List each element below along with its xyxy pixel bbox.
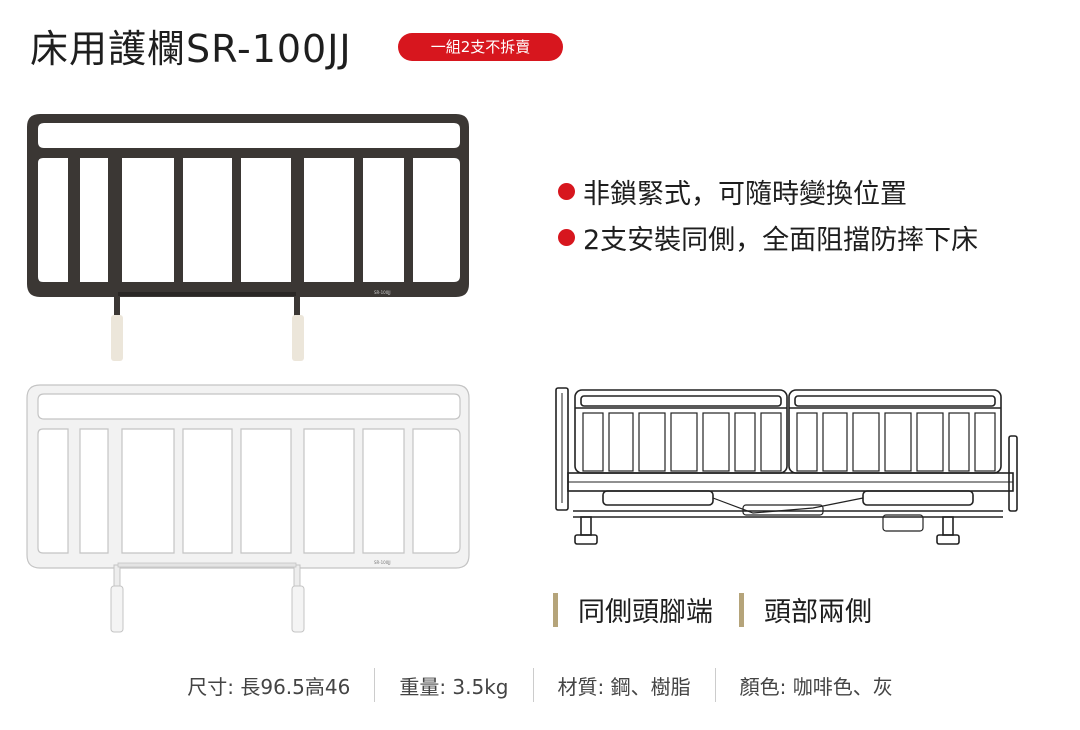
divider [532,668,534,702]
feature-item: 2支安裝同側，全面阻擋防摔下床 [558,214,978,260]
caption-text: 頭部兩側 [764,597,872,628]
divider [714,668,716,702]
spec-row: 尺寸: 長96.5高46 重量: 3.5kg 材質: 鋼、樹脂 顏色: 咖啡色、… [0,668,1080,702]
spec-color: 顏色: 咖啡色、灰 [739,674,893,699]
sold-as-set-badge: 一組2支不拆賣 [398,33,563,61]
spec-weight: 重量: 3.5kg [399,674,509,699]
feature-item: 非鎖緊式，可隨時變換位置 [558,168,978,214]
caption-bar [553,592,558,627]
divider [374,668,376,702]
spec-size: 尺寸: 長96.5高46 [187,674,351,699]
installation-captions: 同側頭腳端 頭部兩側 [553,590,898,629]
caption-text: 同側頭腳端 [578,597,713,628]
bullet-icon [558,182,575,200]
brown-rail-label: SR-100JJ [374,290,391,295]
caption-bar [739,592,744,627]
grey-bed-rail-image: SR-100JJ [26,384,470,633]
bullet-icon [558,228,575,246]
feature-list: 非鎖緊式，可隨時變換位置 2支安裝同側，全面阻擋防摔下床 [558,168,978,260]
caption-same-side: 同側頭腳端 [553,590,713,629]
grey-rail-label: SR-100JJ [374,560,391,565]
feature-text: 非鎖緊式，可隨時變換位置 [583,178,907,210]
caption-head-both-sides: 頭部兩側 [739,590,872,629]
page-title: 床用護欄SR-100JJ [30,27,352,71]
brown-bed-rail-image: SR-100JJ [27,114,469,361]
feature-text: 2支安裝同側，全面阻擋防摔下床 [583,224,979,256]
spec-material: 材質: 鋼、樹脂 [557,674,691,699]
bed-installation-diagram [555,387,1018,545]
